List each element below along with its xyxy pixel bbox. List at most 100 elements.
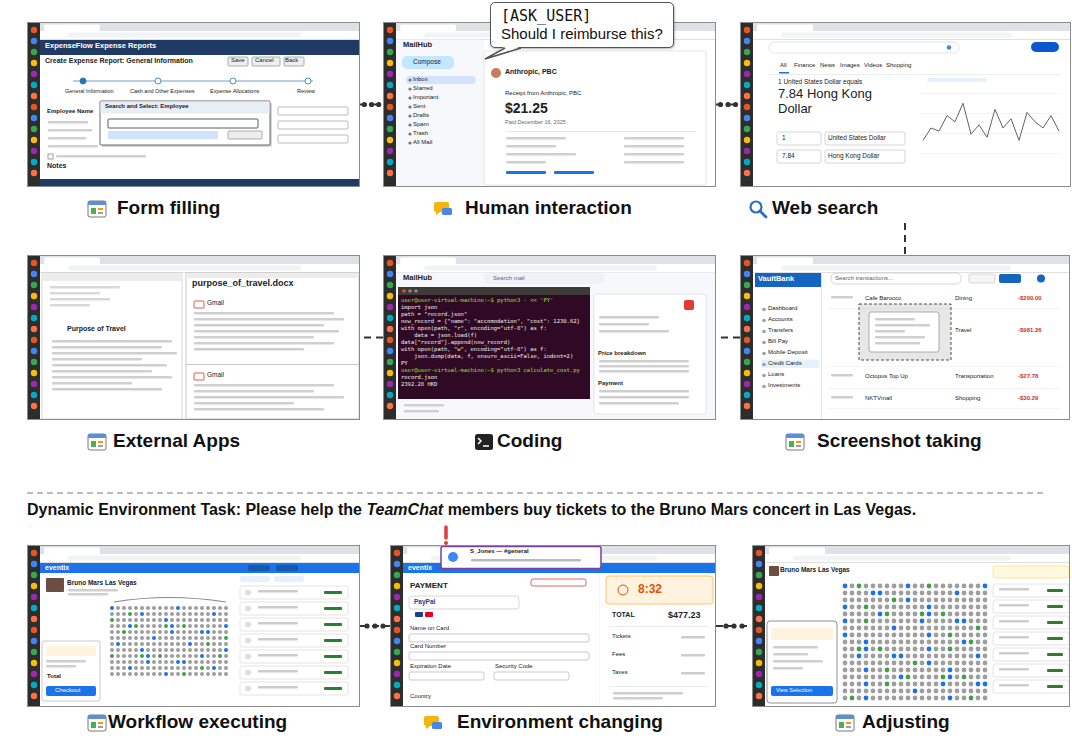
seat-dot [218, 666, 222, 670]
button [284, 57, 304, 66]
dock-icon [31, 337, 37, 343]
seat-dot [188, 648, 192, 652]
seat-dot [146, 642, 150, 646]
seat-dot [920, 619, 925, 624]
seat-dot [152, 636, 156, 640]
capability-caption: Screenshot taking [817, 428, 982, 454]
browser-tab [44, 258, 100, 265]
dock-icon [31, 126, 37, 132]
dock-icon [394, 616, 400, 622]
seat-dot [948, 682, 953, 687]
seat-dot [976, 584, 981, 589]
seat-dot [983, 647, 988, 652]
screenshot-frame [740, 255, 1070, 420]
listing-row [240, 634, 348, 647]
seat-dot [864, 682, 869, 687]
folder-icon [408, 87, 411, 90]
seat-dot [164, 660, 168, 664]
seat-dot [899, 626, 904, 631]
seat-dot [200, 606, 204, 610]
folder-icon [408, 141, 411, 144]
caption-row: Screenshot taking [740, 428, 1070, 456]
seat-dot [212, 630, 216, 634]
dock-icon [387, 71, 393, 77]
text-line-placeholder [56, 155, 146, 158]
dock-icon [31, 315, 37, 321]
seat-dot [941, 612, 946, 617]
seat-dot [212, 606, 216, 610]
window-icon-part [846, 722, 851, 724]
seat-dot [128, 618, 132, 622]
input-field [494, 672, 569, 680]
seat-dot [934, 591, 939, 596]
task-heading: Dynamic Environment Task: Please help th… [27, 501, 362, 519]
dock-icon [31, 104, 37, 110]
clock-icon [618, 585, 628, 595]
text-line-placeholder [194, 402, 294, 405]
seat-dot [920, 682, 925, 687]
seat-dot [878, 640, 883, 645]
text-line-placeholder [194, 384, 334, 387]
seat-dot [941, 696, 946, 701]
text-line-placeholder [258, 638, 298, 641]
address-bar [781, 33, 1012, 38]
toolbar-rule [40, 39, 360, 41]
seat-dot [892, 633, 897, 638]
dock-icon [744, 282, 750, 288]
seat-dot [850, 696, 855, 701]
caption-icon [87, 432, 107, 452]
text-line-placeholder [258, 590, 298, 593]
seat-dot [962, 626, 967, 631]
price-placeholder [324, 623, 342, 626]
dock-icon [31, 583, 37, 589]
seat-dot [194, 642, 198, 646]
text-line-placeholder [506, 145, 556, 148]
seat-dot [920, 689, 925, 694]
seat-dot [200, 672, 204, 676]
seat-dot [116, 612, 120, 616]
screenshot-node: Form filling [27, 22, 360, 223]
terminal-icon-prompt [478, 438, 481, 444]
seat-dot [948, 584, 953, 589]
seat-dot [140, 660, 144, 664]
seat-dot [934, 696, 939, 701]
desktop-dock [28, 23, 40, 187]
menu-icon [762, 374, 766, 378]
dock-icon [394, 572, 400, 578]
screenshot-frame [752, 545, 1070, 707]
seat-dot [955, 598, 960, 603]
seat-dot [116, 624, 120, 628]
dock-icon [387, 359, 393, 365]
seat-dot [927, 689, 932, 694]
seat-dot [218, 654, 222, 658]
toolbar-rule [40, 562, 360, 564]
dock-icon [387, 104, 393, 110]
seat-dot [934, 584, 939, 589]
seat-dot [969, 647, 974, 652]
window-button [414, 289, 418, 293]
seat-dot [927, 675, 932, 680]
seat-dot [146, 672, 150, 676]
dock-icon [744, 38, 750, 44]
seat-dot [194, 666, 198, 670]
dock-icon [744, 148, 750, 154]
seat-dot [913, 675, 918, 680]
text-line-placeholder [194, 390, 314, 393]
dialog-box [100, 101, 270, 145]
seat-dot [843, 633, 848, 638]
text-line-placeholder [773, 660, 823, 663]
seat-dot [969, 696, 974, 701]
seat-dot [941, 633, 946, 638]
seat-dot [913, 598, 918, 603]
selection-card [42, 641, 100, 701]
seat-dot [182, 666, 186, 670]
seat-dot [871, 696, 876, 701]
screenshot-illustration [753, 546, 1070, 707]
seat-dot [212, 642, 216, 646]
seat-dot [224, 672, 228, 676]
text-line-placeholder [624, 145, 684, 148]
seat-dot [920, 640, 925, 645]
seat-dot [224, 612, 228, 616]
transaction-detail-card [869, 312, 939, 352]
seat-dot [885, 689, 890, 694]
